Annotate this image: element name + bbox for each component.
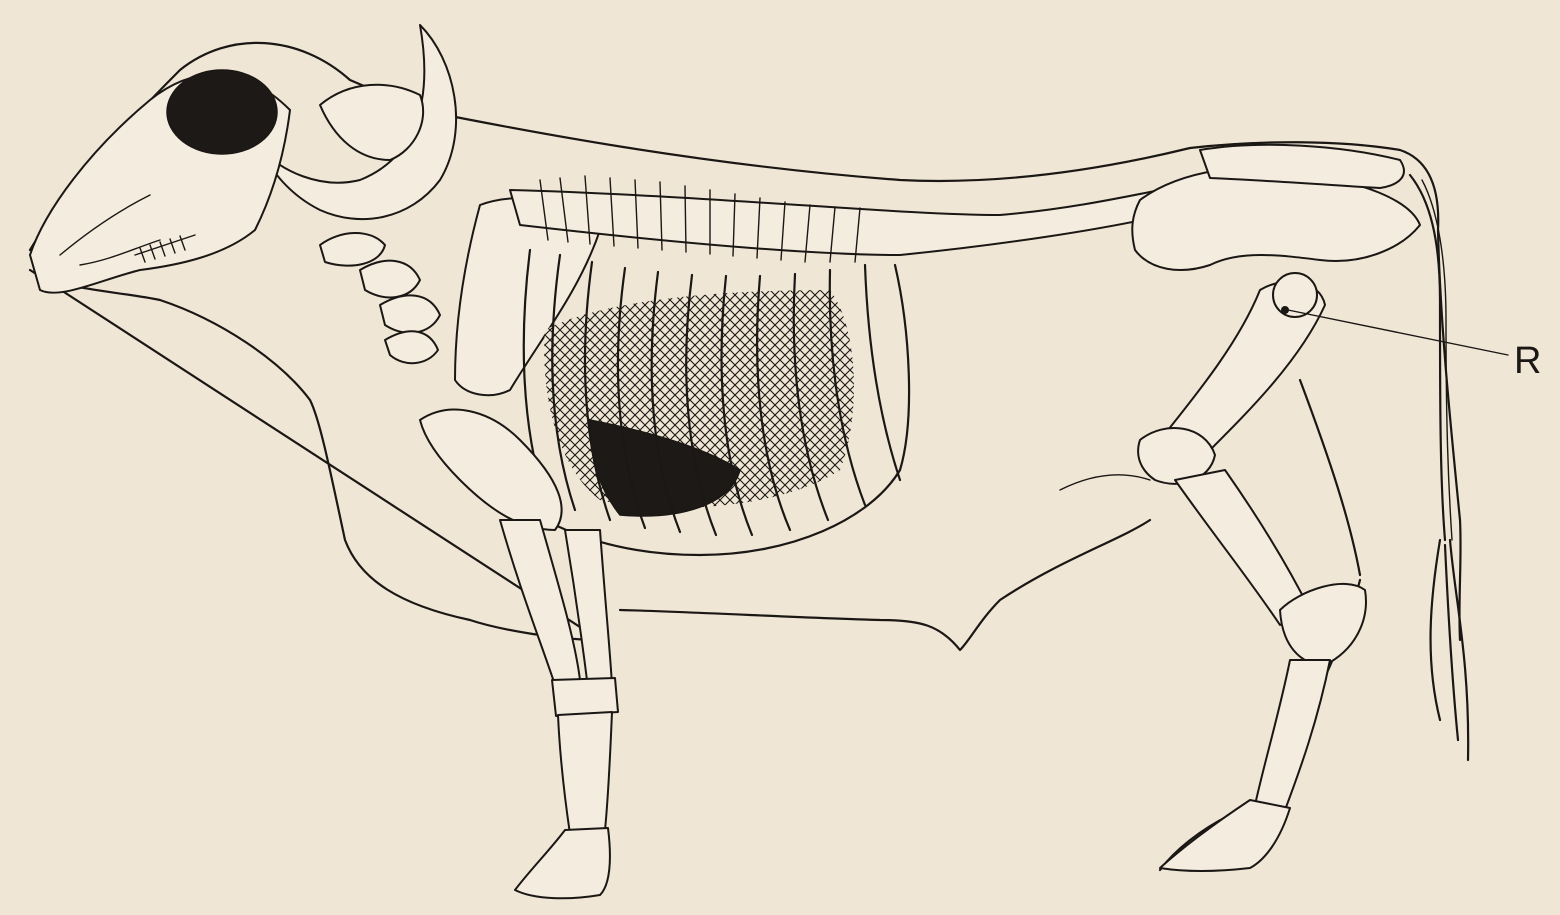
label-R: R: [1514, 340, 1541, 383]
hind-cannon: [1255, 660, 1330, 810]
vertebral-column: [510, 190, 1165, 255]
hip-joint: [1273, 273, 1317, 317]
humerus: [420, 410, 562, 530]
hind-hoof: [1160, 800, 1290, 871]
label-R-leader: [1288, 310, 1508, 355]
cervical-vertebrae: [320, 233, 440, 363]
tail-switch: [1431, 540, 1469, 760]
eye-orbit: [167, 70, 277, 154]
fore-carpus: [552, 678, 618, 716]
ear: [320, 85, 423, 160]
fore-hoof: [515, 828, 610, 898]
belly-fold: [1060, 475, 1150, 490]
fore-cannon: [558, 712, 612, 834]
